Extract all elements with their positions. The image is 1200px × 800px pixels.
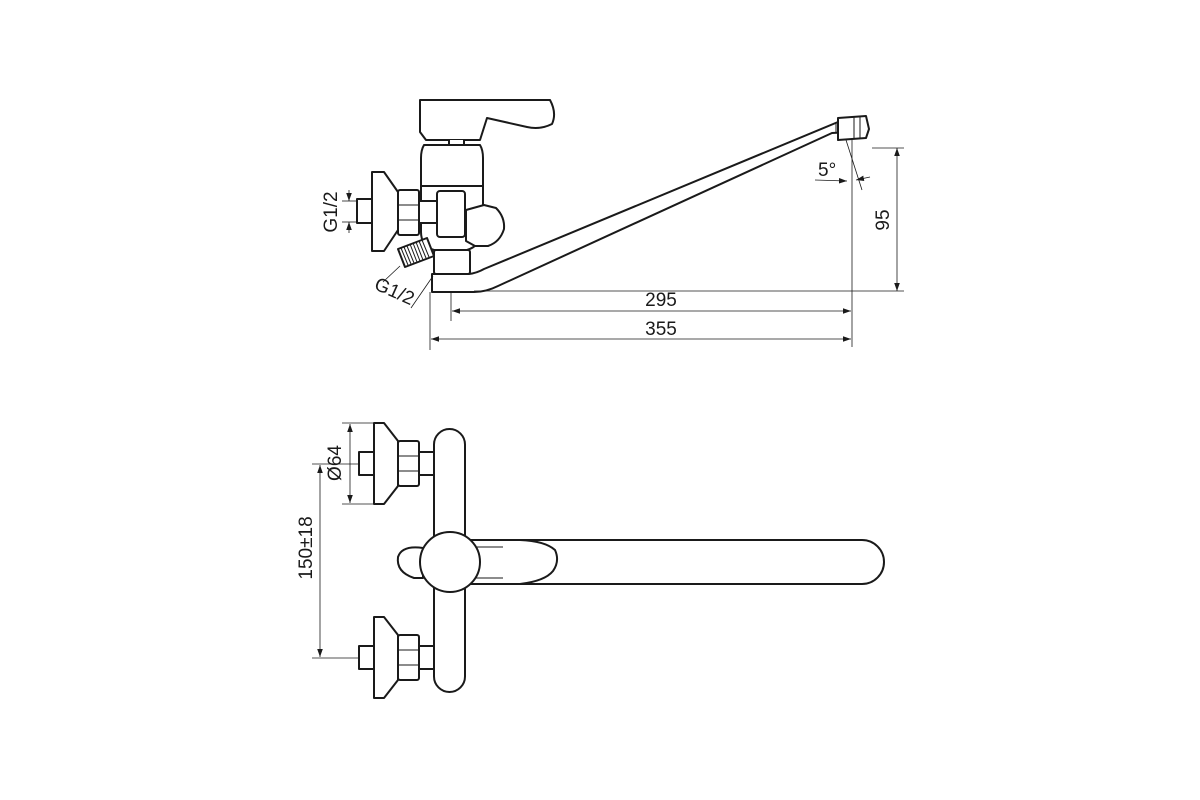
lower-eccentric [358, 616, 435, 699]
centre-distance-label: 150±18 [296, 516, 317, 579]
spout-height-label: 95 [873, 209, 894, 230]
inlet-thread-label: G1/2 [321, 191, 342, 232]
flange-diameter-dimension [342, 422, 374, 505]
centre-distance-dimension [312, 463, 359, 659]
shower-thread-dimension [382, 265, 434, 309]
spout-reach-dimension [450, 292, 851, 321]
spout-top [457, 539, 885, 585]
side-view: G1/2 G1/2 5° 95 295 [321, 99, 904, 350]
spout-reach-label: 295 [645, 290, 677, 311]
overall-length-label: 355 [645, 319, 677, 340]
overall-length-dimension [429, 292, 853, 350]
flange-diameter-label: Ø64 [325, 445, 346, 481]
inlet-thread-dimension [342, 190, 357, 233]
shower-outlet-thread [397, 237, 435, 268]
upper-eccentric [358, 422, 435, 505]
spout-angle-dimension [814, 139, 871, 292]
spout [431, 115, 870, 293]
wall-mount-inlet [356, 171, 438, 252]
top-view: Ø64 150±18 [296, 422, 885, 699]
spout-angle-label: 5° [818, 160, 836, 181]
lever-top [396, 531, 559, 593]
spout-height-dimension [474, 147, 904, 292]
shower-thread-label: G1/2 [371, 274, 417, 310]
